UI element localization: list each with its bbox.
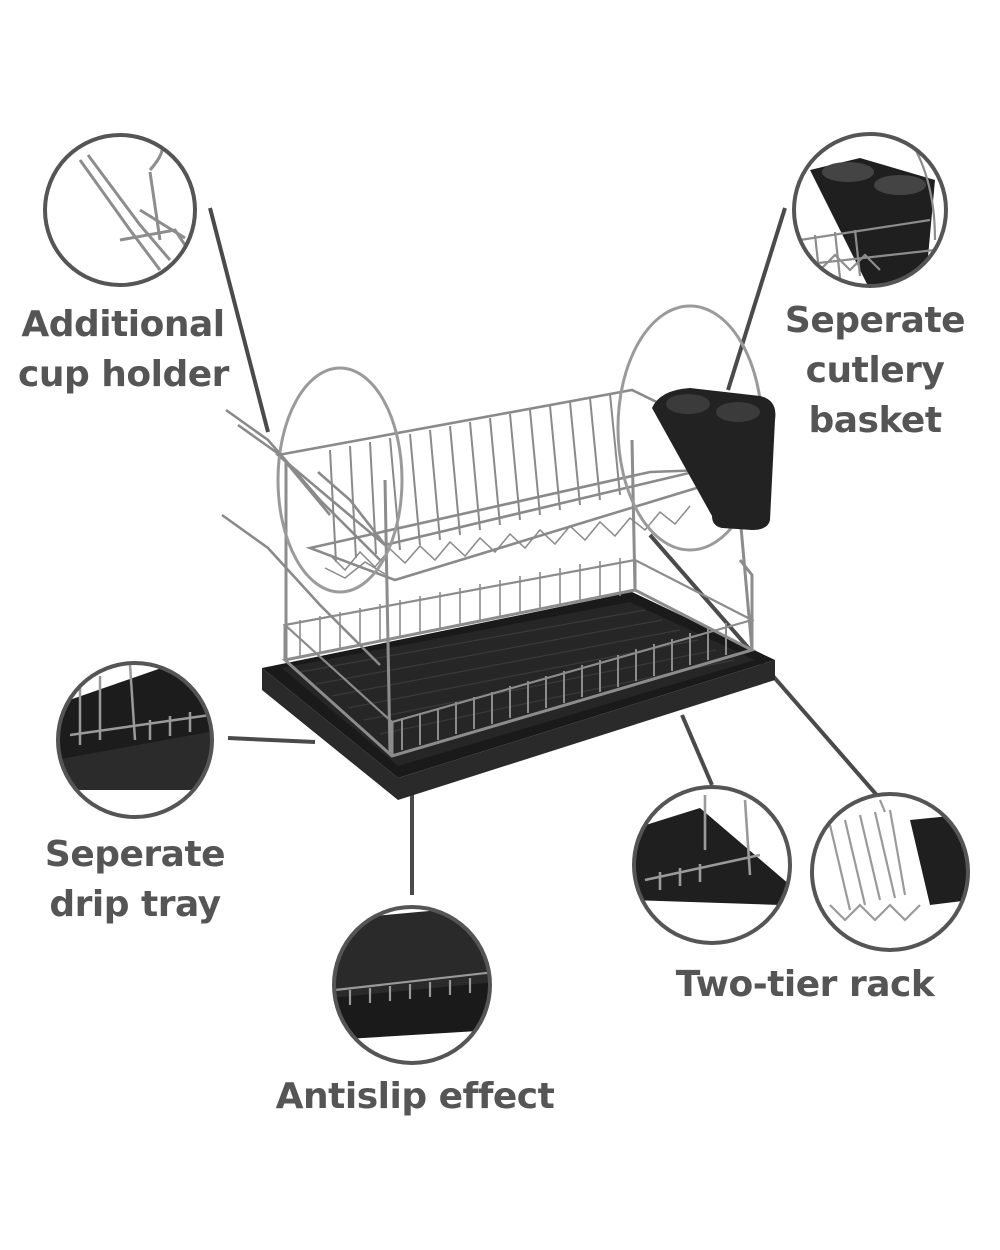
drip-tray-label: Seperate drip tray (30, 830, 240, 930)
upper-rack (221, 304, 769, 666)
antislip-label: Antislip effect (270, 1072, 560, 1122)
tray-edge-detail-icon (632, 785, 792, 945)
antislip-detail-icon (332, 905, 492, 1065)
two-tier-rack-label: Two-tier rack (660, 960, 950, 1010)
drip-tray-detail-icon (56, 661, 214, 819)
cutlery-basket-label: Seperate cutlery basket (770, 296, 980, 446)
dish-rack (221, 304, 776, 800)
cup-holder-label-line-2: cup holder (18, 354, 229, 395)
cup-holder-detail-icon (43, 133, 197, 287)
drip-tray-label-line-2: drip tray (49, 884, 221, 925)
cutlery-basket-label-line-1: Seperate (784, 300, 966, 341)
two-tier-rack-label-line-1: Two-tier rack (675, 964, 935, 1005)
cutlery-basket (652, 388, 776, 530)
cup-holder-label: Additional cup holder (18, 300, 229, 400)
upper-rack-detail-icon (810, 792, 970, 952)
antislip-label-line-1: Antislip effect (275, 1076, 555, 1117)
cup-holder-label-line-1: Additional (21, 304, 225, 345)
cutlery-basket-label-line-3: basket (808, 400, 942, 441)
drip-tray-label-line-1: Seperate (44, 834, 226, 875)
cutlery-basket-detail-icon (792, 132, 948, 288)
cutlery-basket-label-line-2: cutlery (805, 350, 945, 391)
lower-rack (281, 439, 757, 758)
